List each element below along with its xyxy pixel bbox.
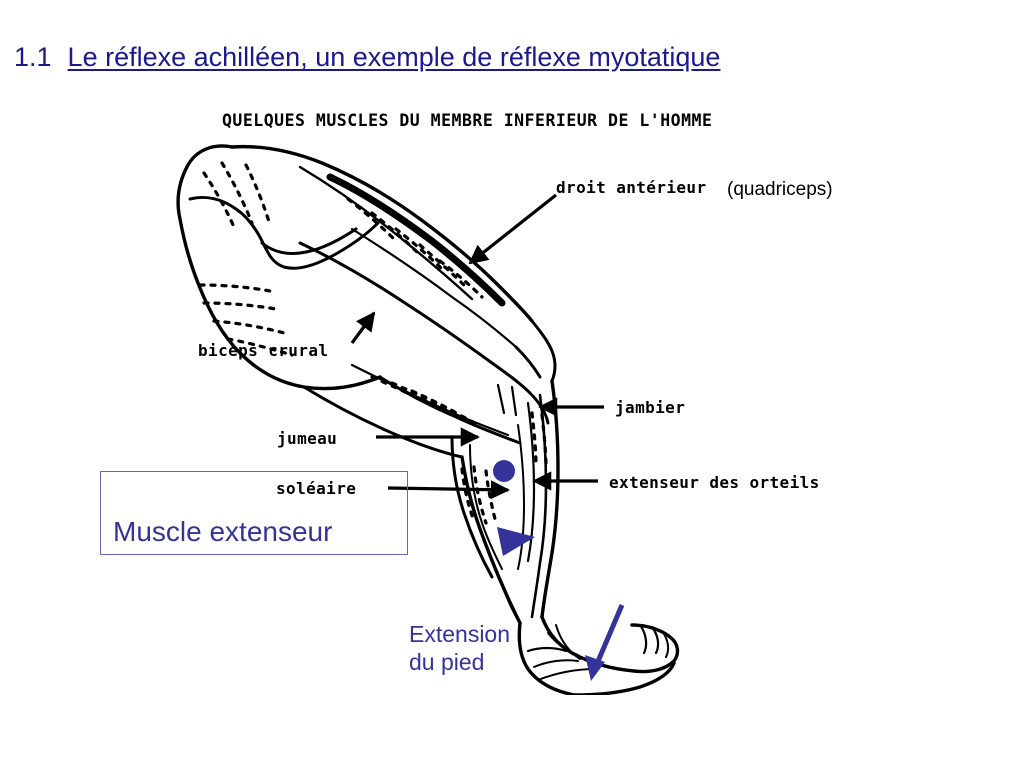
muscle-extenseur-callout-label: Muscle extenseur	[113, 516, 333, 547]
extension-du-pied-line1: Extension	[409, 621, 511, 647]
label-jambier: jambier	[615, 398, 686, 417]
annotation-quadriceps: (quadriceps)	[727, 179, 833, 200]
page-title-number: 1.1	[14, 42, 52, 72]
extension-du-pied-label: Extension du pied	[409, 620, 510, 676]
extension-du-pied-line2: du pied	[409, 649, 485, 675]
leader-biceps-crural	[350, 311, 376, 344]
page-title: 1.1 Le réflexe achilléen, un exemple de r…	[14, 40, 1004, 80]
label-droit-anterieur: droit antérieur	[556, 178, 707, 197]
leg-anatomy-figure	[0, 95, 1024, 695]
label-jumeau: jumeau	[277, 429, 338, 448]
label-biceps-crural: biceps crural	[198, 341, 329, 360]
page-title-text: Le réflexe achilléen, un exemple de réfl…	[67, 42, 721, 72]
leg-anatomy-drawing	[176, 144, 680, 695]
label-extenseur-des-orteils: extenseur des orteils	[609, 473, 820, 492]
leader-droit-anterieur	[468, 193, 557, 265]
figure-caption: QUELQUES MUSCLES DU MEMBRE INFERIEUR DE …	[222, 111, 713, 130]
muscle-extenseur-callout-box	[100, 471, 408, 555]
leader-soleaire	[387, 480, 510, 500]
label-soleaire: soléaire	[276, 479, 357, 498]
